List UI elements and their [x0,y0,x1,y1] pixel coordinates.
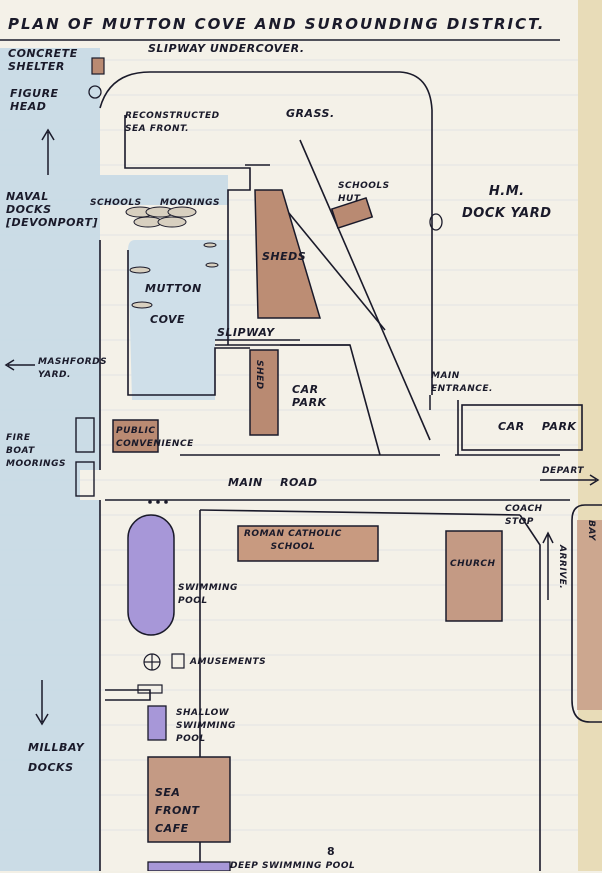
main-road-bottom-2 [199,509,521,516]
road-dots [148,500,168,504]
label-sea-front-cafe: SEA FRONT CAFE [155,786,200,835]
church-building [445,530,503,622]
label-schools-hut: SCHOOLS HUT [338,181,390,204]
naval-docks-arrow [41,128,55,175]
label-sheds: SHEDS [262,250,307,263]
shed-building [249,349,279,436]
label-swimming-pool: SWIMMING POOL [178,583,238,606]
label-hm-dock-yard: H.M. DOCK YARD [462,184,552,221]
coach-road [519,514,541,871]
arrive-arrow [542,531,554,600]
label-coach-stop: COACH STOP [505,504,543,527]
pool-steps-mark [137,684,163,694]
label-loading-bay: LOADING BAY [586,520,602,570]
label-slipway: SLIPWAY [217,326,275,339]
swimming-pool-basin [127,514,175,636]
label-deep-swimming-pool: DEEP SWIMMING POOL [230,861,356,871]
schools-hut-building [330,196,374,230]
label-concrete-shelter: CONCRETE SHELTER [8,47,78,73]
mashfords-arrow [4,359,35,371]
page-number: 8 [327,845,336,858]
sea-front-cafe-building [147,756,231,843]
shallow-pool-basin [147,705,167,741]
dockyard-mark [429,213,443,231]
label-schools: SCHOOLS [90,198,142,208]
label-grass: GRASS. [286,107,335,120]
label-shallow-swimming-pool: SHALLOW SWIMMING POOL [176,708,236,744]
label-shed: SHED [254,360,264,390]
label-fire-boat-moorings: FIRE BOAT MOORINGS [6,433,66,469]
concrete-shelter-building [91,57,105,75]
label-millbay-docks: MILLBAY DOCKS [28,741,85,774]
mutton-cove-water [128,240,230,400]
roman-catholic-school-building [237,525,379,562]
cove-inner [127,250,250,396]
label-figure-head: FIGURE HEAD [10,87,59,113]
car-park-2-box [461,404,583,451]
label-church: CHURCH [450,559,496,569]
figure-head-mark [88,85,102,99]
seafront-wall [124,115,251,345]
loading-bay-outline [571,504,602,723]
lower-edge [105,689,151,701]
label-public-convenience: PUBLIC CONVENIENCE [116,426,194,449]
deep-pool-basin [147,861,231,871]
water-area [0,48,228,871]
label-mashfords-yard: MASHFORDS YARD. [38,357,108,380]
arrows [4,128,600,726]
loading-bay-fill [577,520,602,710]
label-moorings: MOORINGS [160,198,220,208]
label-car-park-1: CAR PARK [292,383,327,409]
label-depart: DEPART [542,466,585,476]
carpark-boundary [280,344,381,456]
moorings-boats [125,206,219,309]
label-amusements: AMUSEMENTS [190,657,267,667]
label-slipway-undercover: SLIPWAY UNDERCOVER. [148,42,305,55]
diagonal-road-1 [299,139,431,441]
label-car-park-2: CAR PARK [498,420,577,433]
label-cove: COVE [150,313,186,326]
amusements-mark [143,653,185,671]
label-main-road: MAIN ROAD [228,476,318,489]
sheds-building [254,189,322,319]
label-main-entrance: MAIN ENTRANCE. [431,371,493,394]
map-title: PLAN OF MUTTON COVE AND SUROUNDING DISTR… [8,15,546,33]
millbay-arrow [35,680,49,726]
label-mutton: MUTTON [145,282,202,295]
public-convenience-building [112,419,159,453]
label-arrive: ARRIVE. [557,545,567,590]
label-roman-catholic-school: ROMAN CATHOLIC SCHOOL [244,529,342,552]
label-reconstructed-sea-front: RECONSTRUCTED SEA FRONT. [125,111,220,134]
label-naval-docks: NAVAL DOCKS [DEVONPORT] [6,190,98,229]
grass-outline [99,71,433,395]
fire-boat-moorings [75,417,95,497]
depart-arrow [540,474,600,486]
